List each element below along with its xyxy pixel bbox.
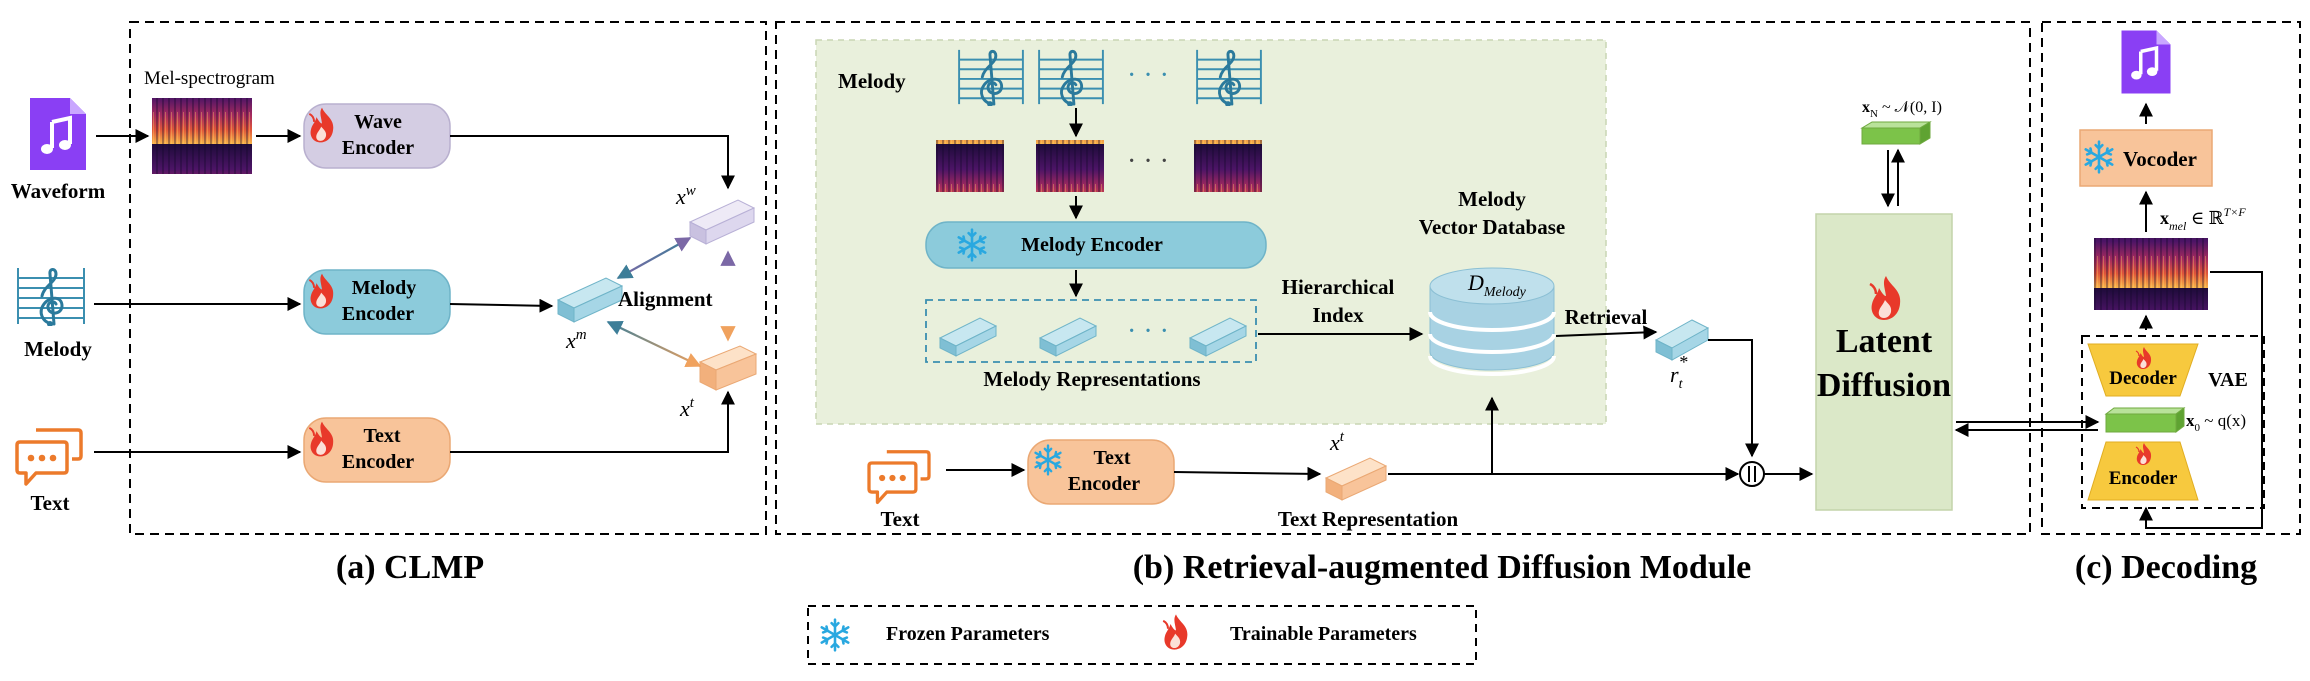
text-representation-label: Text Representation xyxy=(1278,507,1459,531)
svg-text:Text: Text xyxy=(1093,447,1130,469)
chat-bubbles-icon xyxy=(867,450,931,505)
xmel-label: xmel ∈ ℝT×F xyxy=(2160,205,2246,233)
spectrogram-ellipsis: · · · xyxy=(1127,146,1169,177)
melody-representations-group xyxy=(925,299,1257,363)
vector-block-icon xyxy=(1188,317,1248,357)
text-encoder-clmp: Text Encoder xyxy=(303,417,451,483)
music-staff-icon xyxy=(16,266,86,326)
vae-encoder: Encoder xyxy=(2087,441,2199,501)
text-encoder-line2: Encoder xyxy=(342,451,414,473)
vae-decoder: Decoder xyxy=(2087,343,2199,397)
xt-label-clmp: xt xyxy=(679,395,695,421)
vector-block-icon xyxy=(938,317,998,357)
x0-label: x0 ~ q(x) xyxy=(2186,411,2246,434)
wave-encoder: Wave Encoder xyxy=(303,103,451,169)
flame-icon xyxy=(1162,613,1189,651)
svg-text:Vocoder: Vocoder xyxy=(2123,147,2197,171)
staff-ellipsis: · · · xyxy=(1127,60,1169,91)
melody-subpanel-label: Melody xyxy=(838,69,906,93)
vector-block-icon xyxy=(1324,457,1388,501)
xw-label: xw xyxy=(675,183,696,209)
spectrogram-icon xyxy=(1194,140,1262,192)
snowflake-icon xyxy=(820,618,850,652)
retrieval-label: Retrieval xyxy=(1565,305,1648,329)
svg-text:Decoder: Decoder xyxy=(2109,368,2177,389)
vocoder-block: Vocoder xyxy=(2079,129,2213,187)
svg-text:Encoder: Encoder xyxy=(2109,468,2178,489)
wave-encoder-line1: Wave xyxy=(354,111,402,133)
svg-text:Diffusion: Diffusion xyxy=(1817,367,1951,404)
music-file-icon xyxy=(28,96,88,172)
svg-text:Encoder: Encoder xyxy=(1068,473,1140,495)
legend-trainable: Trainable Parameters xyxy=(1230,623,1417,645)
spectrogram-icon xyxy=(152,98,252,174)
vae-frame xyxy=(2081,335,2265,509)
vae-label: VAE xyxy=(2208,369,2248,391)
vector-block-icon xyxy=(2104,407,2186,433)
vector-block-icon xyxy=(1860,121,1932,145)
panel-decoding-frame xyxy=(2041,21,2301,535)
melody-representations-label: Melody Representations xyxy=(983,367,1200,391)
text-encoder-frozen: Text Encoder xyxy=(1027,439,1175,505)
mel-spectrogram-label: Mel-spectrogram xyxy=(144,68,275,89)
svg-text:Melody Encoder: Melody Encoder xyxy=(1021,234,1163,256)
database-icon xyxy=(1428,267,1556,376)
database-title-line1: Melody xyxy=(1458,187,1526,211)
wave-encoder-line2: Encoder xyxy=(342,137,414,159)
xm-label: xm xyxy=(565,327,587,353)
vector-block-icon xyxy=(1654,319,1710,361)
text-encoder-line1: Text xyxy=(363,425,400,447)
xt-label-rad: xt xyxy=(1329,429,1345,455)
caption-clmp: (a) CLMP xyxy=(336,549,484,586)
legend-frozen: Frozen Parameters xyxy=(886,623,1050,645)
music-file-icon xyxy=(2119,28,2173,96)
database-title-line2: Vector Database xyxy=(1419,215,1565,239)
legend: Frozen Parameters Trainable Parameters xyxy=(807,605,1477,665)
vector-block-icon xyxy=(556,277,624,323)
database-symbol: DMelody xyxy=(1467,270,1527,300)
noise-label: xN ~ 𝒩(0, I) xyxy=(1862,99,1942,120)
text-input-label: Text xyxy=(31,491,70,515)
waveform-label: Waveform xyxy=(11,179,106,203)
retrieved-vector-label: rt* xyxy=(1670,352,1687,392)
melody-encoder-line2: Encoder xyxy=(342,303,414,325)
panel-clmp-frame xyxy=(129,21,767,535)
melody-encoder-frozen: Melody Encoder xyxy=(925,221,1267,269)
chat-bubbles-icon xyxy=(15,428,83,486)
vector-block-icon xyxy=(688,199,756,245)
melody-encoder-line1: Melody xyxy=(352,277,416,299)
spectrogram-icon xyxy=(936,140,1004,192)
melody-encoder-clmp: Melody Encoder xyxy=(303,269,451,335)
caption-rad: (b) Retrieval-augmented Diffusion Module xyxy=(1133,549,1752,586)
vector-block-icon xyxy=(698,345,758,391)
vector-block-icon xyxy=(1038,317,1098,357)
caption-decoding: (c) Decoding xyxy=(2075,549,2257,586)
concat-operator xyxy=(1739,461,1765,487)
latent-diffusion-block: Latent Diffusion xyxy=(1815,213,1953,511)
melody-input-label: Melody xyxy=(24,337,92,361)
hierarchical-index-line2: Index xyxy=(1312,303,1364,327)
spectrogram-icon xyxy=(2094,238,2208,310)
panel-rad-frame xyxy=(775,21,2031,535)
representation-ellipsis: · · · xyxy=(1127,316,1169,347)
alignment-label: Alignment xyxy=(618,287,713,311)
spectrogram-icon xyxy=(1036,140,1104,192)
hierarchical-index-line1: Hierarchical xyxy=(1282,275,1395,299)
rad-text-label: Text xyxy=(881,507,920,531)
svg-text:Latent: Latent xyxy=(1836,323,1933,360)
